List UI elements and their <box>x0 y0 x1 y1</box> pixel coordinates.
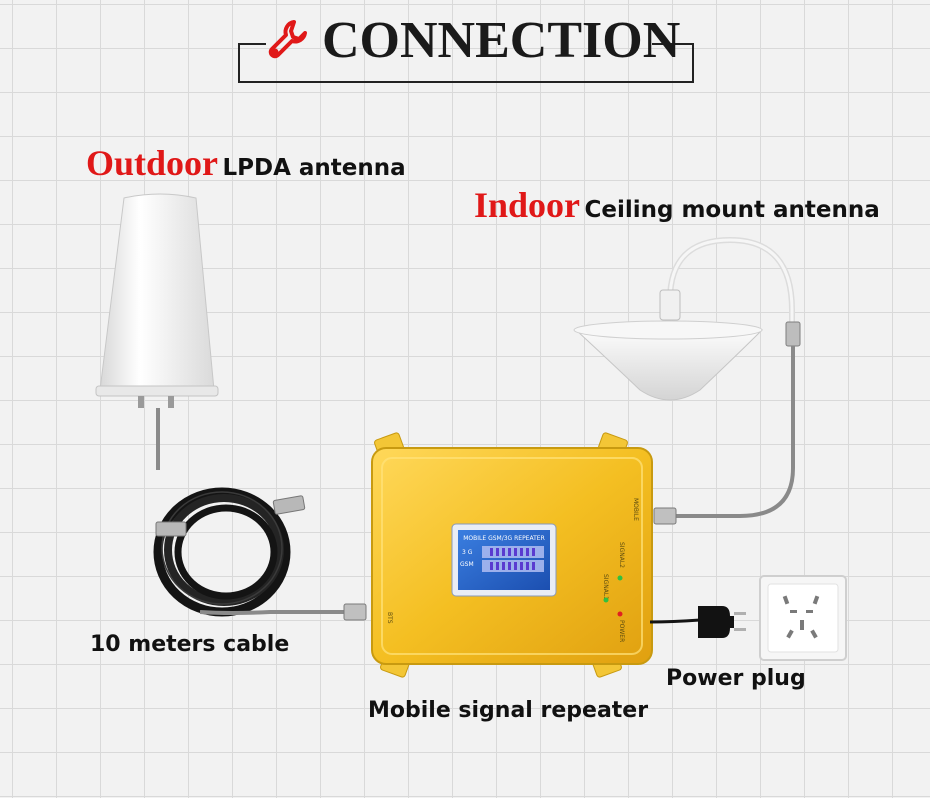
signal-repeater: MOBILE GSM/3G REPEATER 3 G GSM BTS MOBIL… <box>371 432 653 678</box>
repeater-screen-title: MOBILE GSM/3G REPEATER <box>463 535 545 542</box>
port-mobile-label: MOBILE <box>632 498 639 521</box>
header-frame-line <box>238 43 266 45</box>
header-frame-line <box>238 81 694 83</box>
indoor-label: Indoor Ceiling mount antenna <box>474 184 880 226</box>
cable-connector <box>155 521 187 537</box>
header-frame-line <box>238 43 240 81</box>
header-frame <box>238 8 694 83</box>
wrench-icon <box>268 20 307 59</box>
ceiling-antenna <box>573 236 801 525</box>
power-cord <box>649 606 746 638</box>
indoor-desc: Ceiling mount antenna <box>584 197 880 223</box>
led-signal1-label: SIGNAL1 <box>602 574 609 600</box>
repeater-band-3g: 3 G <box>462 549 473 556</box>
port-bts-label: BTS <box>386 612 393 624</box>
indoor-accent: Indoor <box>474 185 581 225</box>
led-power <box>617 611 623 617</box>
led-signal1 <box>603 597 609 603</box>
plug-pin <box>734 628 746 631</box>
wall-socket <box>759 575 847 661</box>
led-power-label: POWER <box>618 620 625 642</box>
page-title: CONNECTION <box>322 12 681 69</box>
outdoor-label: Outdoor LPDA antenna <box>86 142 406 184</box>
lpda-antenna <box>95 193 219 408</box>
led-signal2-label: SIGNAL2 <box>618 542 625 568</box>
mobile-connector <box>653 507 677 525</box>
plug-pin <box>734 612 746 615</box>
power-plug-label: Power plug <box>666 666 806 691</box>
cable-coil <box>153 487 306 617</box>
repeater-label: Mobile signal repeater <box>368 698 649 723</box>
cable-connector <box>272 495 306 515</box>
header-frame-line <box>652 43 694 45</box>
header-frame-line <box>692 43 694 81</box>
led-signal2 <box>617 575 623 581</box>
cable-label: 10 meters cable <box>90 632 290 657</box>
outdoor-accent: Outdoor <box>86 143 219 183</box>
bts-cable <box>199 603 367 621</box>
repeater-band-gsm: GSM <box>460 561 474 568</box>
outdoor-desc: LPDA antenna <box>222 155 406 181</box>
bts-connector <box>343 603 367 621</box>
